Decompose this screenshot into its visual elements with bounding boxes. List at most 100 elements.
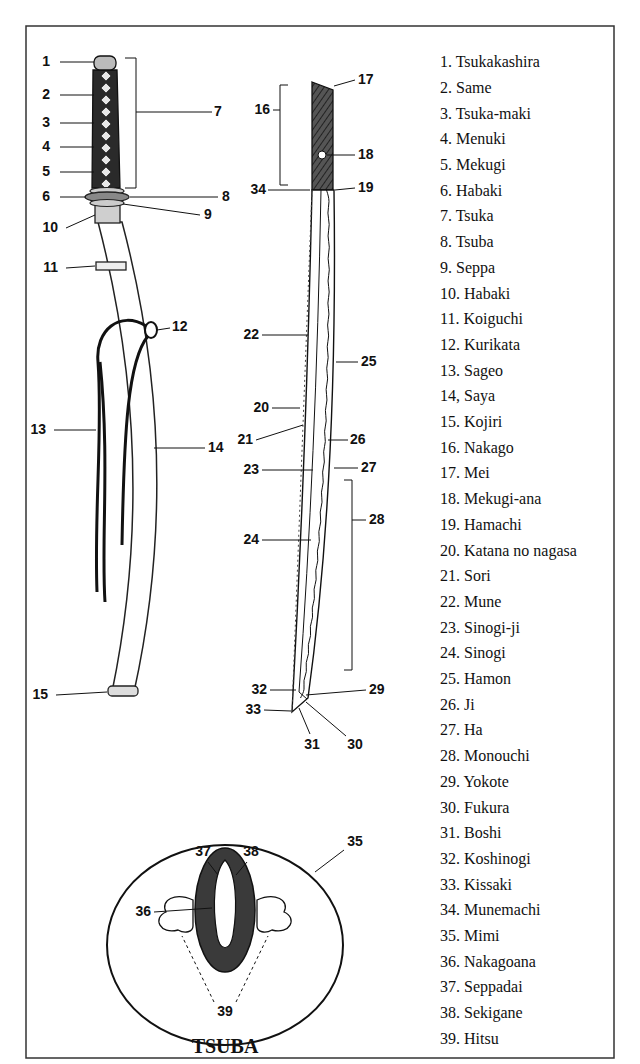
- part-name: 16. Nakago: [440, 439, 514, 457]
- sageo: [100, 362, 105, 602]
- part-name: 32. Koshinogi: [440, 850, 531, 868]
- hitsu: [159, 897, 193, 932]
- callout-number: 31: [304, 737, 320, 752]
- wrap-diamond: [101, 95, 111, 105]
- part-name: 15. Kojiri: [440, 413, 502, 431]
- part-name: 21. Sori: [440, 567, 491, 585]
- callout-number: 7: [214, 104, 222, 119]
- part-name: 31. Boshi: [440, 824, 501, 842]
- callout-number: 13: [30, 422, 46, 437]
- tsuka: [92, 70, 120, 188]
- callout-number: 9: [204, 207, 212, 222]
- callout-number: 26: [350, 432, 366, 447]
- wrap-diamond: [101, 131, 111, 141]
- part-name: 13. Sageo: [440, 362, 503, 380]
- wrap-diamond: [101, 143, 111, 153]
- part-name: 34. Munemachi: [440, 901, 540, 919]
- callout-number: 20: [253, 400, 269, 415]
- part-name: 35. Mimi: [440, 927, 500, 945]
- leader-lines: [154, 850, 344, 1002]
- part-name: 27. Ha: [440, 721, 483, 739]
- figure-title: TSUBA: [192, 1035, 259, 1057]
- callout-number: 11: [43, 260, 58, 275]
- part-name: 28. Monouchi: [440, 747, 530, 765]
- nagasa-line: [292, 190, 312, 712]
- callout-number: 18: [358, 147, 374, 162]
- tsuba-drawing: [107, 845, 344, 1045]
- callout-number: 36: [135, 904, 151, 919]
- part-name: 7. Tsuka: [440, 207, 494, 225]
- part-name: 12. Kurikata: [440, 336, 520, 354]
- part-name: 14, Saya: [440, 387, 495, 405]
- callout-number: 28: [369, 512, 385, 527]
- part-name: 20. Katana no nagasa: [440, 542, 577, 560]
- wrap-diamond: [101, 83, 111, 93]
- tsukakashira: [94, 56, 116, 70]
- habaki: [95, 205, 120, 223]
- part-name: 8. Tsuba: [440, 233, 494, 251]
- callout-number: 2: [42, 87, 50, 102]
- callout-number: 35: [347, 834, 363, 849]
- callout-number: 19: [358, 180, 374, 195]
- wrap-diamond: [101, 107, 111, 117]
- nakago: [312, 82, 333, 190]
- mimi: [107, 845, 343, 1045]
- callout-number: 25: [361, 354, 377, 369]
- nakagoana: [214, 860, 235, 948]
- part-name: 39. Hitsu: [440, 1030, 499, 1048]
- part-name: 30. Fukura: [440, 799, 509, 817]
- callout-number: 34: [250, 182, 266, 197]
- seppa: [90, 200, 124, 207]
- part-name: 23. Sinogi-ji: [440, 619, 520, 637]
- callout-number: 1: [42, 54, 50, 69]
- callout-number: 32: [251, 682, 267, 697]
- leader-lines: [54, 58, 218, 695]
- callout-number: 38: [243, 844, 259, 859]
- part-name: 38. Sekigane: [440, 1004, 523, 1022]
- part-name: 22. Mune: [440, 593, 501, 611]
- part-name: 36. Nakagoana: [440, 953, 536, 971]
- seppadai: [195, 848, 255, 972]
- part-name: 2. Same: [440, 79, 492, 97]
- wrap-diamond: [101, 155, 111, 165]
- wrap-diamond: [101, 71, 111, 81]
- callout-number: 30: [347, 737, 363, 752]
- callout-number: 27: [361, 460, 377, 475]
- hamon: [301, 190, 330, 698]
- part-name: 6. Habaki: [440, 182, 502, 200]
- part-name: 29. Yokote: [440, 773, 509, 791]
- saya: [98, 222, 157, 692]
- callout-number: 22: [243, 327, 259, 342]
- tsuka-maki: [101, 71, 111, 189]
- callout-number: 17: [358, 72, 374, 87]
- kojiri: [108, 686, 138, 696]
- callout-number: 24: [243, 532, 259, 547]
- hamon-line: [301, 190, 330, 698]
- part-name: 25. Hamon: [440, 670, 511, 688]
- part-name: 18. Mekugi-ana: [440, 490, 541, 508]
- part-name: 5. Mekugi: [440, 156, 506, 174]
- leader-lines: [256, 80, 366, 736]
- part-name: 33. Kissaki: [440, 876, 512, 894]
- part-name: 10. Habaki: [440, 285, 510, 303]
- callout-number: 3: [42, 115, 50, 130]
- callout-number: 23: [243, 462, 259, 477]
- callout-number: 14: [208, 440, 224, 455]
- callout-number: 16: [254, 102, 270, 117]
- wrap-diamond: [101, 167, 111, 177]
- part-name: 17. Mei: [440, 464, 490, 482]
- callout-number: 10: [42, 220, 58, 235]
- callout-number: 5: [42, 164, 50, 179]
- callout-number: 6: [42, 189, 50, 204]
- mekugi-ana: [318, 151, 326, 159]
- sheathed-sword: [54, 56, 218, 696]
- frame: [26, 26, 614, 1058]
- part-name: 26. Ji: [440, 696, 475, 714]
- koiguchi: [96, 262, 126, 270]
- callout-number: 12: [172, 319, 188, 334]
- part-name: 11. Koiguchi: [440, 310, 523, 328]
- part-name: 9. Seppa: [440, 259, 495, 277]
